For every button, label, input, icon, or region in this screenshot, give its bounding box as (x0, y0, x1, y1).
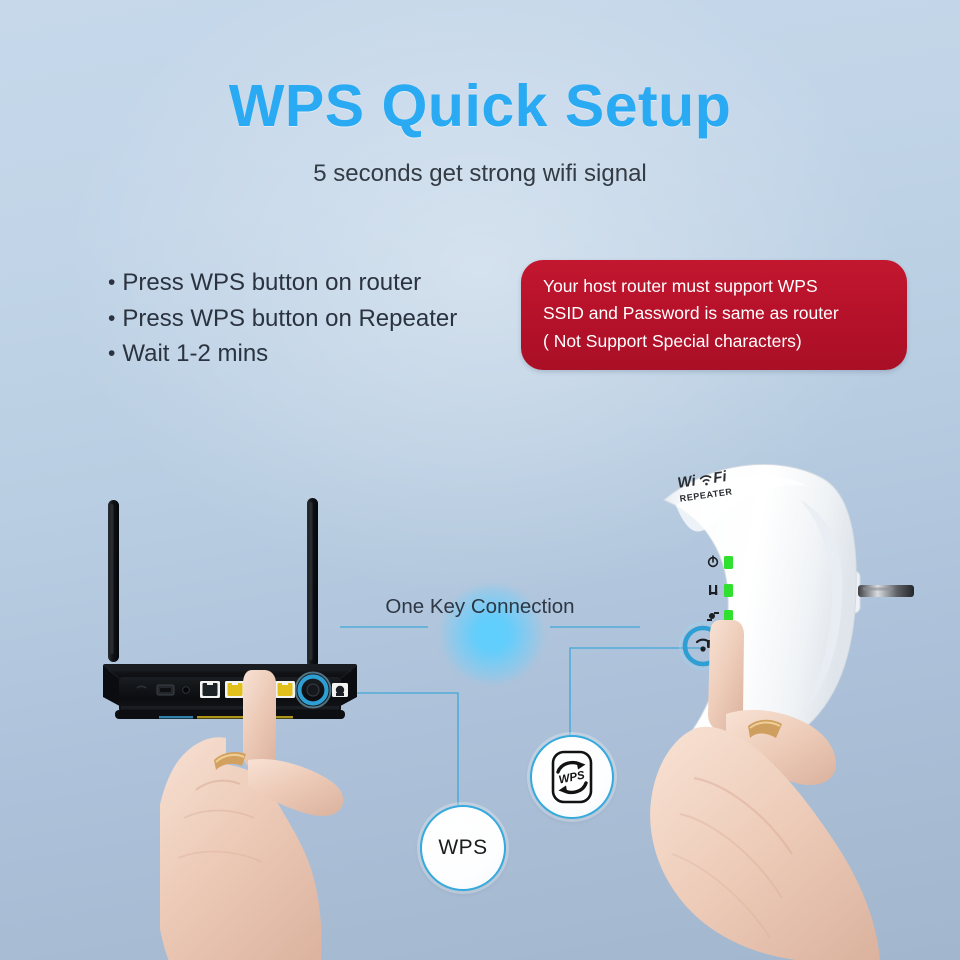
finger-ring (214, 752, 246, 770)
power-led (724, 556, 733, 569)
wifi-led-row (709, 584, 733, 597)
page-title: WPS Quick Setup (228, 73, 732, 139)
palm (160, 737, 322, 960)
wan-port (200, 681, 220, 698)
wps-led (724, 610, 733, 623)
page-subtitle: 5 seconds get strong wifi signal (313, 160, 647, 187)
list-item: • Press WPS button on router (108, 268, 508, 299)
wifi-arcs-icon (699, 475, 712, 486)
notice-line: SSID and Password is same as router (543, 303, 839, 324)
usb-port (156, 684, 175, 696)
wps-arrows-icon: WPS (551, 750, 593, 804)
wps-logo-badge[interactable]: WPS (530, 735, 614, 819)
wps-text-badge[interactable]: WPS (420, 805, 506, 891)
router-antenna-left (108, 500, 119, 662)
wps-led-row (707, 610, 733, 623)
wps-led-icon (707, 612, 719, 621)
steps-list: •Press WPS button on router •Press WPS b… (108, 268, 508, 375)
bullet-icon: • (108, 306, 116, 330)
wps-logo-text: WPS (558, 769, 586, 786)
list-item: •Wait 1-2 mins (108, 339, 508, 370)
reset-pinhole (182, 686, 190, 694)
step-text: Press WPS button on router (122, 269, 422, 296)
brand-fi: Fi (712, 468, 728, 487)
list-item: •Press WPS button on Repeater (108, 304, 508, 335)
left-hand (160, 670, 344, 960)
one-key-connection-label: One Key Connection (385, 595, 575, 618)
wps-badge-label: WPS (438, 836, 488, 859)
connection-glow (441, 585, 543, 683)
brand-wi: Wi (676, 472, 697, 491)
step-text: Press WPS button on Repeater (122, 304, 458, 332)
bullet-icon: • (108, 342, 116, 366)
palm-and-wrist (650, 726, 880, 960)
bullet-icon: • (108, 271, 116, 294)
index-finger (708, 620, 744, 732)
power-led-row (707, 555, 733, 569)
notice-line: Your host router must support WPS (543, 276, 818, 296)
index-finger (243, 670, 276, 770)
right-hand (650, 620, 880, 960)
notice-line: ( Not Support Special characters) (543, 330, 802, 351)
finger-ring (748, 719, 782, 738)
router-antenna-right (307, 498, 318, 668)
warning-notice: Your host router must support WPS SSID a… (521, 260, 907, 371)
antenna-icon (709, 585, 718, 595)
wifi-led (724, 584, 733, 597)
lan-port-1 (225, 681, 245, 698)
step-text: Wait 1-2 mins (122, 340, 269, 368)
power-icon (707, 555, 719, 568)
